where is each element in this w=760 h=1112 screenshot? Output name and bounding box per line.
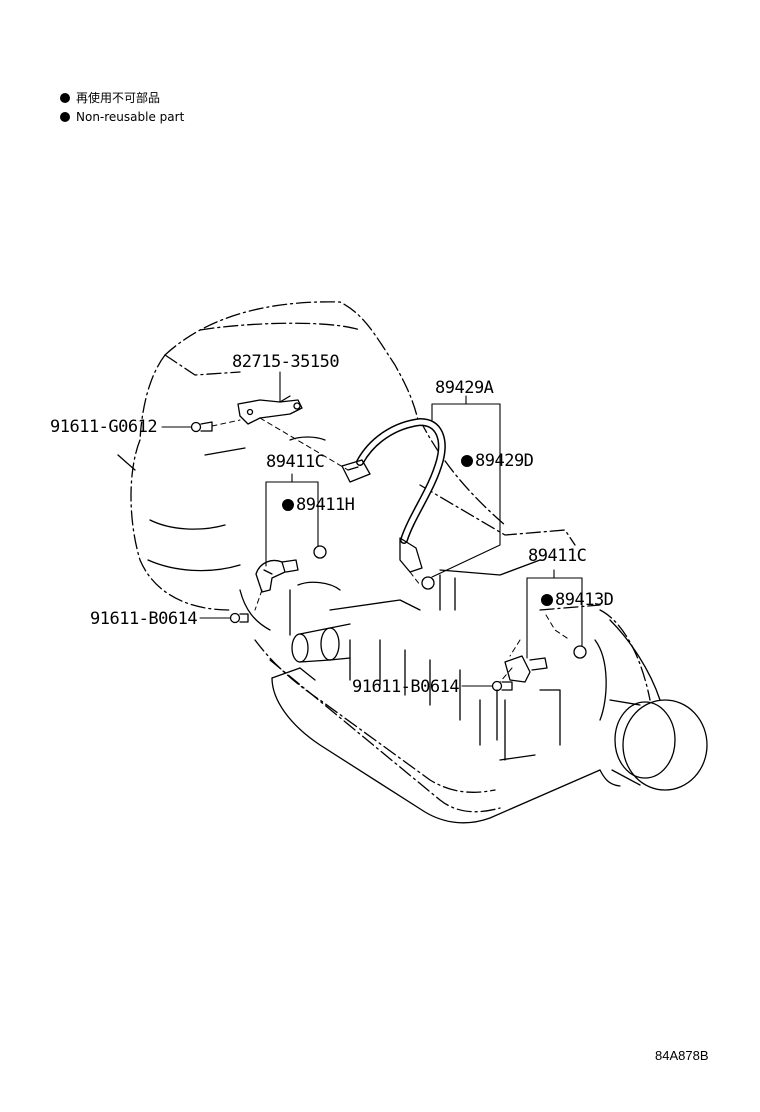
legend-en-text: Non-reusable part <box>76 110 185 124</box>
non-reusable-dot-icon <box>282 499 294 511</box>
cylinder-bosses <box>291 623 351 663</box>
part-label-89411h: 89411H <box>282 495 355 515</box>
extension-housing <box>609 619 708 791</box>
non-reusable-dot-icon <box>541 594 553 606</box>
part-label-89413d: 89413D <box>541 590 614 610</box>
part-label-89411c-right: 89411C <box>528 546 587 566</box>
legend-ja-text: 再使用不可部品 <box>76 91 161 105</box>
legend-non-reusable-ja: 再使用不可部品 <box>60 90 160 106</box>
speed-sensor-89411c-right <box>504 645 587 683</box>
bolt-91611-g0612 <box>190 421 213 433</box>
non-reusable-dot-icon <box>60 93 70 103</box>
bolt-91611-b0614-left <box>229 612 249 624</box>
legend-non-reusable-en: Non-reusable part <box>60 109 184 125</box>
part-label-91611-g0612: 91611-G0612 <box>50 417 158 437</box>
oil-pan <box>271 667 621 824</box>
case-ribs <box>289 559 607 761</box>
part-label-89429d: 89429D <box>461 451 534 471</box>
bell-housing-outline <box>130 301 419 611</box>
bell-housing-contours <box>117 436 326 631</box>
part-label-91611-b0614-left: 91611-B0614 <box>90 609 198 629</box>
transmission-case-outline <box>254 419 651 813</box>
part-label-91611-b0614-mid: 91611-B0614 <box>352 677 460 697</box>
non-reusable-dot-icon <box>461 455 473 467</box>
wire-harness-89429a <box>341 418 446 590</box>
illustration-code: 84A878B <box>655 1048 709 1063</box>
part-label-82715-35150: 82715-35150 <box>232 352 340 372</box>
leader-dashed-lines <box>211 417 571 683</box>
bolt-91611-b0614-mid <box>491 680 513 692</box>
non-reusable-dot-icon <box>60 112 70 122</box>
part-label-89429a: 89429A <box>435 378 494 398</box>
leader-solid-lines <box>161 371 583 687</box>
speed-sensor-89411c-left <box>255 545 327 593</box>
solenoid-bracket-82715 <box>237 395 303 425</box>
part-label-89411c-left: 89411C <box>266 452 325 472</box>
